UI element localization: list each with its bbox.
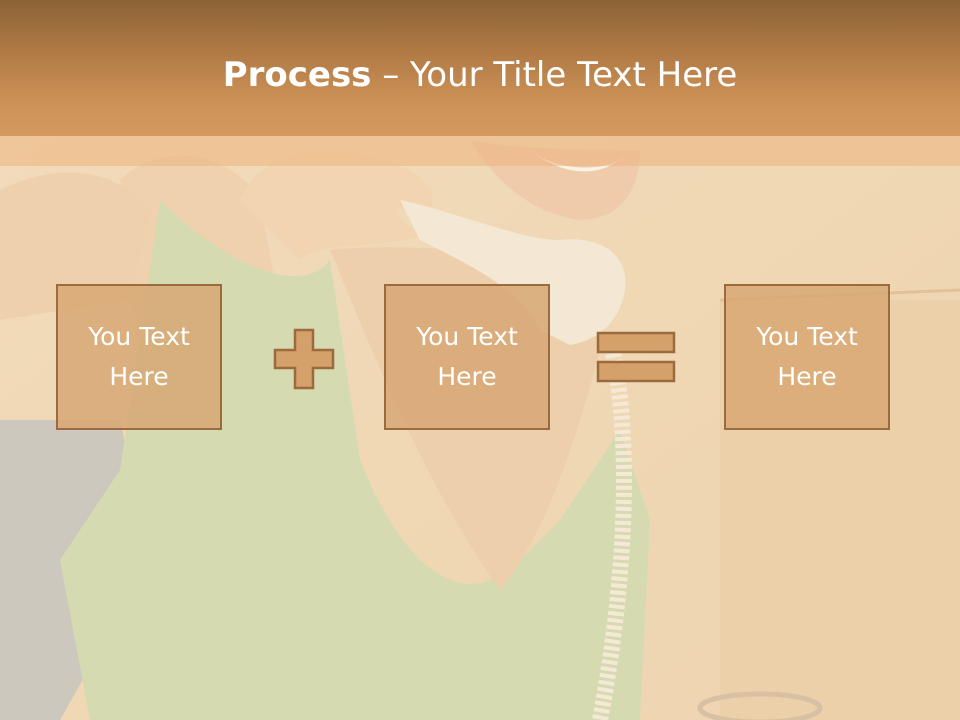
process-box-1[interactable]: You Text Here: [56, 284, 222, 430]
title-underband: [0, 136, 960, 166]
process-box-3[interactable]: You Text Here: [724, 284, 890, 430]
equals-icon: [596, 331, 676, 383]
plus-icon: [273, 328, 335, 390]
process-box-2-line1: You Text: [416, 322, 518, 351]
process-box-3-text: You Text Here: [747, 317, 867, 397]
process-box-1-line2: Here: [109, 362, 169, 391]
process-box-2-text: You Text Here: [407, 317, 527, 397]
title-rest: – Your Title Text Here: [371, 55, 738, 95]
process-box-3-line2: Here: [777, 362, 837, 391]
process-box-3-line1: You Text: [756, 322, 858, 351]
title-band: [0, 0, 960, 136]
process-box-2[interactable]: You Text Here: [384, 284, 550, 430]
title-bold-word: Process: [222, 55, 372, 95]
process-box-1-line1: You Text: [88, 322, 190, 351]
process-box-2-line2: Here: [437, 362, 497, 391]
process-box-1-text: You Text Here: [79, 317, 199, 397]
slide-title[interactable]: Process – Your Title Text Here: [0, 52, 960, 98]
